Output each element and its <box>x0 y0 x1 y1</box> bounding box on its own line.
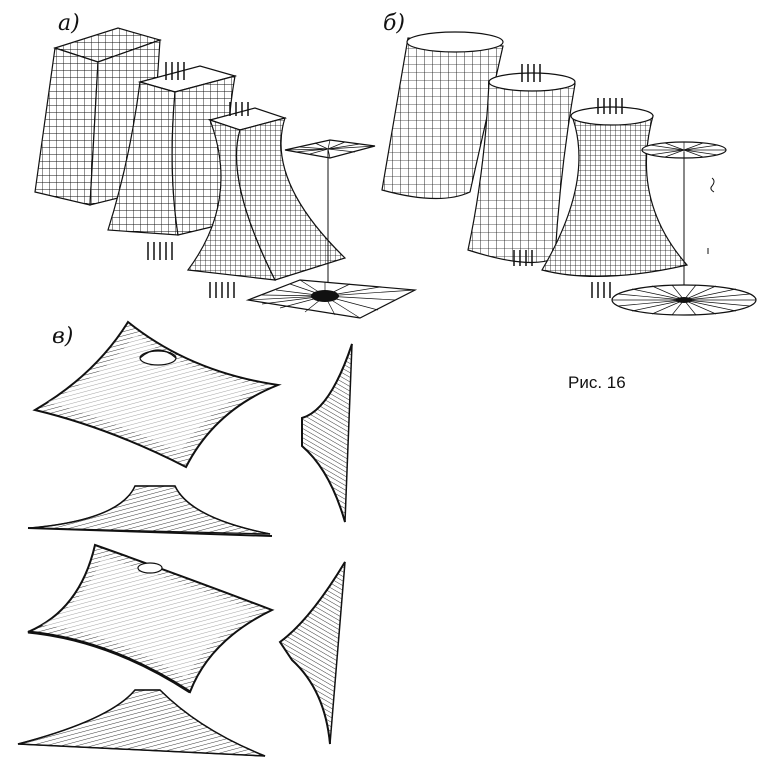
membrane-upper-section-side <box>301 343 353 523</box>
arrows-a-bottom <box>147 242 235 298</box>
label-a: а) <box>58 11 80 36</box>
square-plate-top <box>284 139 376 159</box>
membrane-upper-section-front <box>27 485 273 537</box>
stray-marks <box>707 177 715 254</box>
label-v: в) <box>52 324 73 349</box>
cylinder-tall <box>381 31 504 200</box>
square-plate-bottom <box>245 279 418 319</box>
figure-caption: Рис. 16 <box>568 373 626 392</box>
cylinder-middle <box>467 72 576 264</box>
square-block-hyperbolic <box>186 107 347 281</box>
membrane-lower-section-side <box>278 561 346 745</box>
membrane-upper-plan <box>32 320 282 469</box>
cylinder-hyperbolic <box>541 106 689 277</box>
arrows-b-bottom <box>513 250 611 298</box>
label-b: б) <box>383 11 405 36</box>
arrows-a-top <box>165 62 249 116</box>
membrane-lower-plan <box>27 543 275 694</box>
disc-bottom <box>611 284 757 316</box>
arrows-b-top <box>521 64 623 114</box>
disc-top <box>641 141 727 159</box>
membrane-lower-section-front <box>17 689 266 757</box>
